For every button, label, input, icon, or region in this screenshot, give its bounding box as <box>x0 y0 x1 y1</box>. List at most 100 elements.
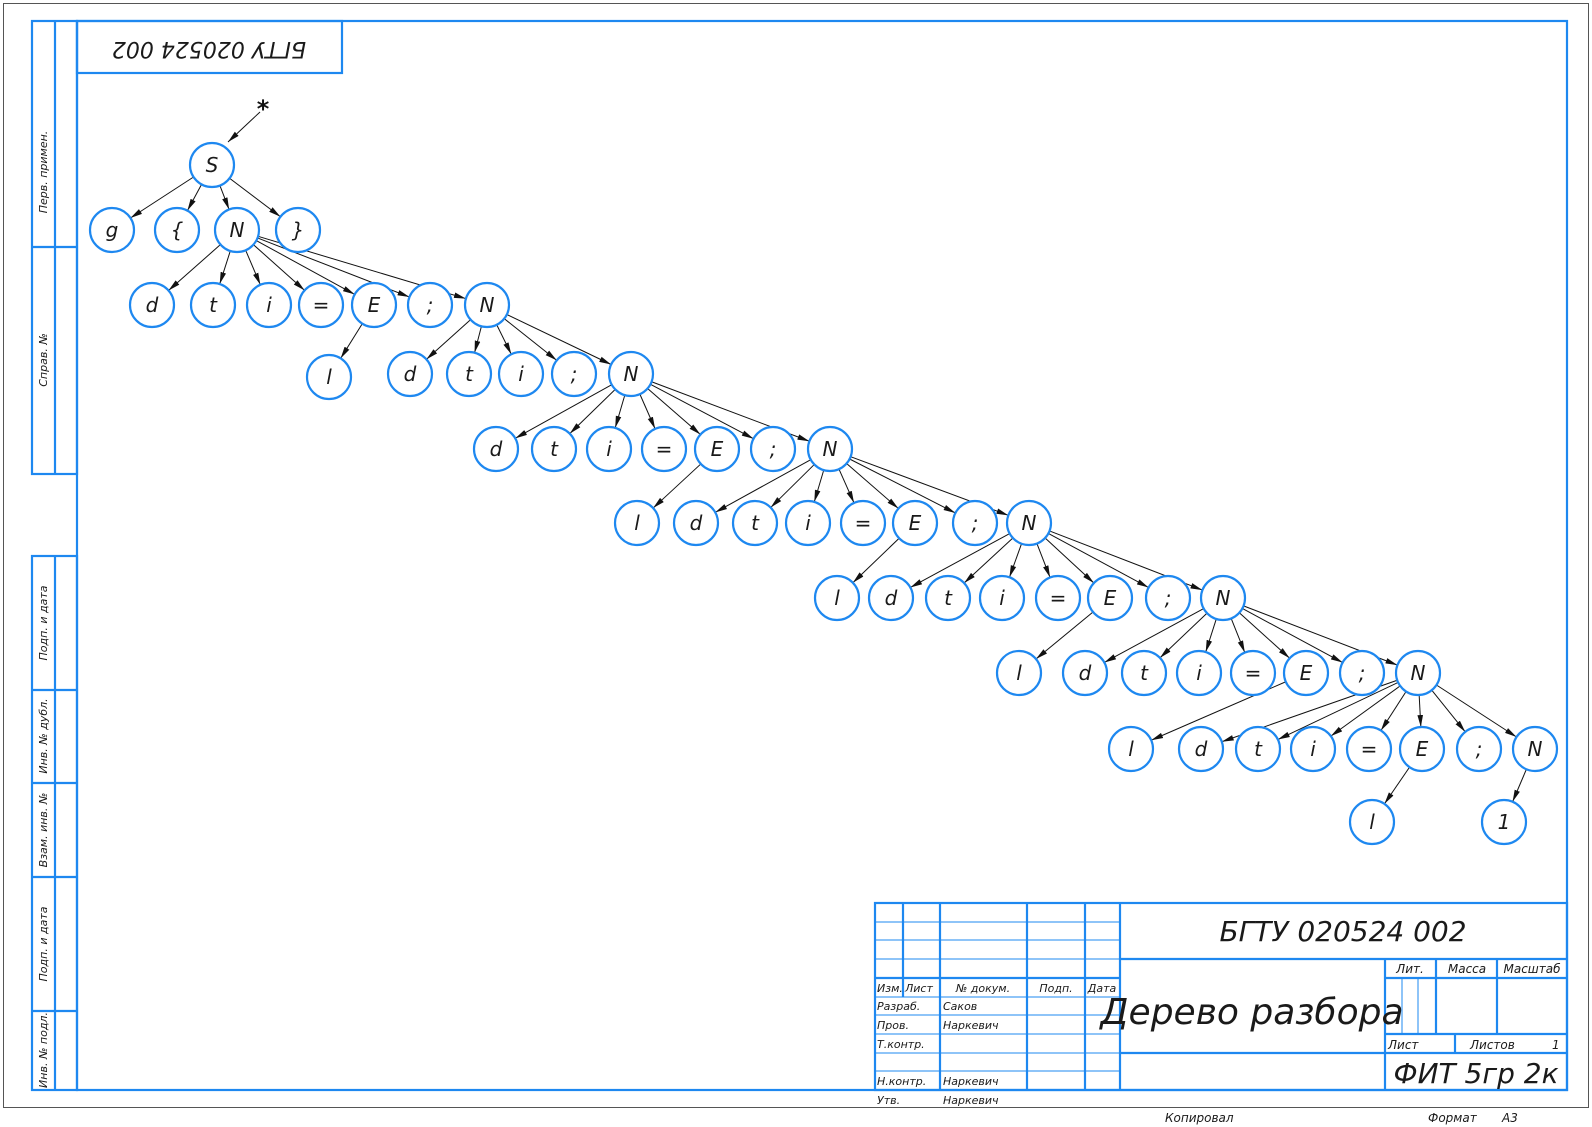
tree-node-label: t <box>1140 661 1149 685</box>
tree-edge-S-r1lb <box>186 184 203 211</box>
tree-edge-e_N-f_sc <box>1242 608 1343 663</box>
tree-node-e_eq: = <box>1034 574 1082 622</box>
tree-node-circle <box>1229 649 1277 697</box>
tree-node-b_t: t <box>445 350 493 398</box>
tree-node-f_t: t <box>1120 649 1168 697</box>
tree-node-f_N: N <box>1394 649 1442 697</box>
tree-node-f_E: E <box>1282 649 1330 697</box>
stamp-title: Дерево разбора <box>1098 992 1403 1033</box>
side-label-podp-data-1: Подп. и дата <box>37 585 50 660</box>
stamp-listov: Листов <box>1469 1038 1515 1052</box>
tree-node-label: l <box>326 365 332 389</box>
designation-box-rotated <box>75 19 344 75</box>
tree-edge-d_N-e_sc <box>1048 533 1149 588</box>
tree-node-label: ; <box>972 511 979 535</box>
tree-node-label: E <box>1416 737 1429 761</box>
side-strip <box>30 19 79 1092</box>
tree-node-a_d: d <box>128 281 176 329</box>
tree-node-c_E: E <box>693 425 741 473</box>
tree-node-circle <box>1282 649 1330 697</box>
tree-node-circle <box>1348 798 1396 846</box>
tree-edge-b_N-c_eq <box>639 393 656 430</box>
tree-node-d_d: d <box>672 499 720 547</box>
tree-node-circle <box>297 281 345 329</box>
tree-node-label: d <box>690 511 703 535</box>
tree-node-label: } <box>292 218 305 242</box>
tree-edge-d_E-d_l <box>852 537 900 584</box>
tree-node-c_sc: ; <box>749 425 797 473</box>
tree-edge-f_N-g_i <box>1330 685 1401 737</box>
tree-node-label: d <box>146 293 159 317</box>
tree-node-circle <box>406 281 454 329</box>
tree-node-g_N: N <box>1511 725 1559 773</box>
tree-node-circle <box>88 206 136 254</box>
tree-node-g_sc: ; <box>1455 725 1503 773</box>
tree-node-circle <box>1034 574 1082 622</box>
tree-node-label: t <box>944 586 953 610</box>
tree-edge-r1N-a_eq <box>253 244 305 291</box>
tree-node-circle <box>550 350 598 398</box>
tree-node-circle <box>189 281 237 329</box>
tree-node-a_l: l <box>305 353 353 401</box>
tree-edge-r1N-a_d <box>168 244 221 291</box>
tree-node-f_d: d <box>1061 649 1109 697</box>
tree-node-label: ; <box>571 362 578 386</box>
footer-kopiroval: Копировал <box>1165 1111 1234 1125</box>
tree-node-circle <box>640 425 688 473</box>
stamp-list: Лист <box>904 982 933 995</box>
tree-node-circle <box>1005 499 1053 547</box>
tree-edge-a_N-b_i <box>496 324 512 355</box>
tree-node-circle <box>978 574 1026 622</box>
side-label-sprav-no: Справ. № <box>37 333 50 387</box>
side-label-podp-data-2: Подп. и дата <box>37 906 50 981</box>
stamp-data: Дата <box>1087 982 1117 995</box>
tree-edge-a_E-a_l <box>340 323 363 359</box>
stamp-razrab: Разраб. <box>877 1000 920 1013</box>
tree-node-label: l <box>834 586 840 610</box>
tree-node-circle <box>749 425 797 473</box>
tree-node-label: N <box>823 437 838 461</box>
tree-node-d_E: E <box>891 499 939 547</box>
tree-edge-c_N-d_E <box>846 463 899 509</box>
tree-node-f_sc: ; <box>1338 649 1386 697</box>
tree-node-f_l: l <box>1107 725 1155 773</box>
tree-edge-d_N-e_eq <box>1036 543 1051 578</box>
tree-node-label: t <box>209 293 218 317</box>
tree-node-label: E <box>711 437 724 461</box>
tree-edge-d_N-e_i <box>1008 543 1023 578</box>
tree-node-label: t <box>550 437 559 461</box>
tree-node-f_i: i <box>1175 649 1223 697</box>
tree-node-a_i: i <box>245 281 293 329</box>
tree-edge-c_N-d_sc <box>849 458 956 514</box>
stamp-masshtab: Масштаб <box>1503 962 1561 976</box>
tree-node-label: N <box>624 362 639 386</box>
tree-edge-c_N-d_eq <box>838 468 855 504</box>
stamp-nkontr-name: Наркевич <box>943 1075 999 1088</box>
tree-node-a_t: t <box>189 281 237 329</box>
tree-node-circle <box>1199 574 1247 622</box>
tree-node-circle <box>1289 725 1337 773</box>
stamp-lit: Лит. <box>1395 962 1424 976</box>
tree-edge-S-r1rb <box>229 177 281 218</box>
tree-node-circle <box>1086 574 1134 622</box>
tree-node-label: i <box>518 362 524 386</box>
tree-edge-b_N-c_i <box>614 394 626 429</box>
tree-node-circle <box>245 281 293 329</box>
tree-edge-c_N-d_i <box>813 469 825 503</box>
tree-node-circle <box>672 499 720 547</box>
tree-node-circle <box>305 353 353 401</box>
tree-node-circle <box>1107 725 1155 773</box>
tree-node-circle <box>497 350 545 398</box>
title-block <box>873 901 1569 1092</box>
tree-node-circle <box>1338 649 1386 697</box>
tree-node-label: 1 <box>1498 810 1511 834</box>
tree-node-label: = <box>1050 586 1067 610</box>
tree-node-label: S <box>206 153 219 177</box>
tree-node-circle <box>607 350 655 398</box>
tree-edge-b_N-c_E <box>647 388 701 435</box>
side-label-perv-primen: Перв. примен. <box>37 131 50 214</box>
tree-node-circle <box>1175 649 1223 697</box>
tree-node-circle <box>153 206 201 254</box>
